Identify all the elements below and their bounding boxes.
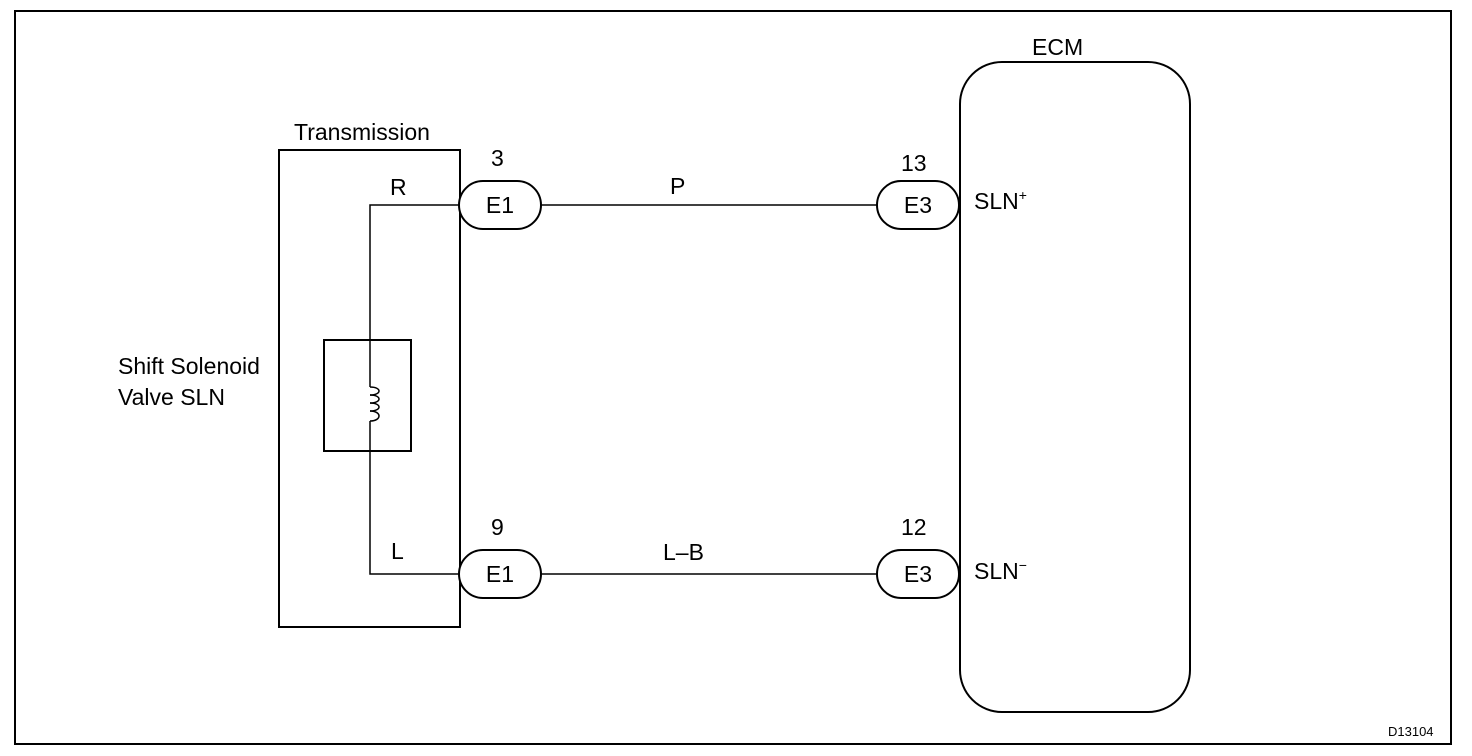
terminal-sign: −: [1018, 557, 1027, 573]
pin-number: 12: [901, 514, 927, 540]
pin-number: 9: [491, 514, 504, 540]
terminal-sln-minus: SLN−: [974, 557, 1027, 584]
figure-code: D13104: [1388, 724, 1434, 739]
internal-wire: [369, 204, 460, 387]
ecm-label: ECM: [1032, 34, 1084, 60]
terminal-name: SLN: [974, 558, 1019, 584]
wire-color-label: L: [391, 538, 404, 564]
transmission-box: [278, 149, 461, 628]
terminal-sign: +: [1018, 187, 1027, 203]
ecm-box: [959, 61, 1191, 713]
diagram-frame: [14, 10, 1452, 745]
solenoid-label-line1: Shift Solenoid: [118, 353, 260, 379]
wire-color-label: P: [670, 173, 686, 199]
terminal-sln-plus: SLN+: [974, 187, 1027, 214]
internal-wire: [369, 421, 460, 575]
solenoid-label-line2: Valve SLN: [118, 384, 225, 410]
pin-number: 3: [491, 145, 504, 171]
solenoid-box: [323, 339, 412, 452]
connector-e3-top: E3: [876, 180, 960, 230]
connector-e3-bottom: E3: [876, 549, 960, 599]
connector-e1-top: E1: [458, 180, 542, 230]
wire-color-label: L–B: [663, 539, 704, 565]
transmission-label: Transmission: [294, 119, 430, 145]
connector-e1-bottom: E1: [458, 549, 542, 599]
terminal-name: SLN: [974, 188, 1019, 214]
pin-number: 13: [901, 150, 927, 176]
wire-color-label: R: [390, 174, 407, 200]
coil-icon: [369, 386, 380, 422]
